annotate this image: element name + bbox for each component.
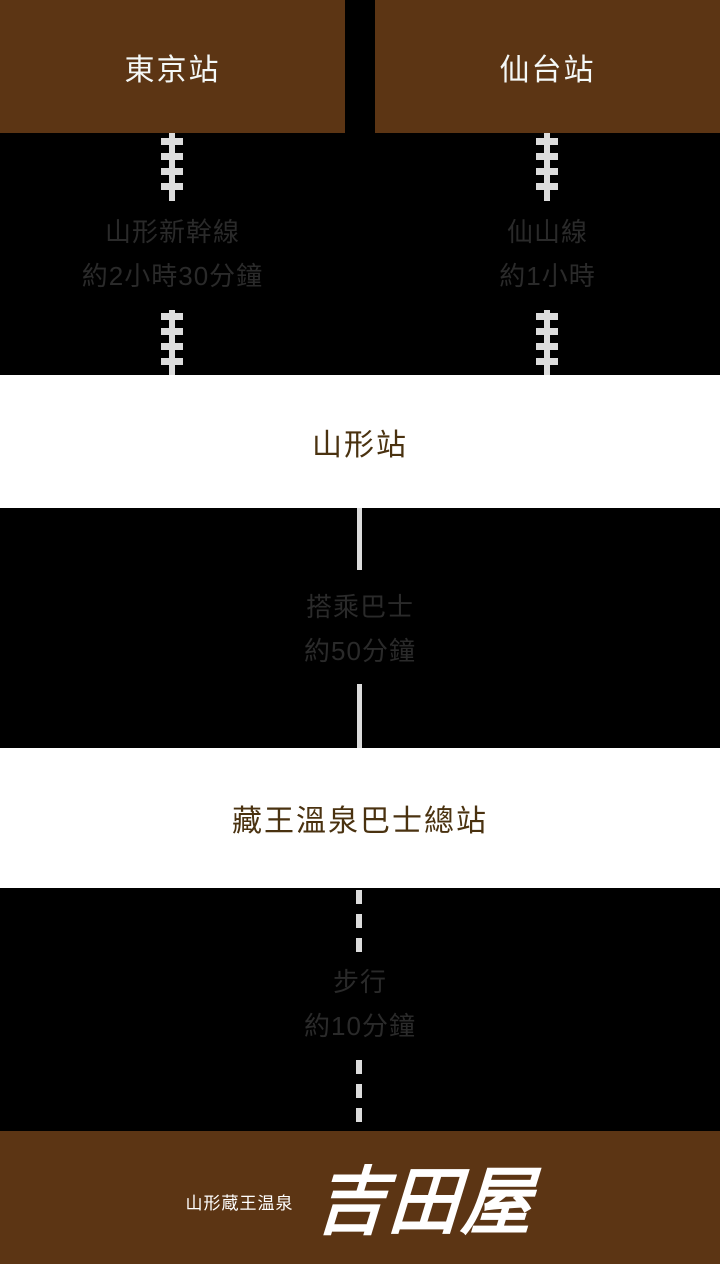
rail-tie	[536, 168, 558, 175]
rail-tie	[536, 313, 558, 320]
rail-tie	[536, 358, 558, 365]
station-band-yamagata-label: 山形站	[312, 428, 408, 462]
bus-line-lower	[357, 684, 362, 748]
station-header-tokyo: 東京站	[0, 0, 345, 133]
segment-label-yamagata-shinkansen: 山形新幹線 約2小時30分鐘	[0, 210, 345, 298]
rail-tie	[536, 343, 558, 350]
rail-line-icon-sendai-lower	[536, 310, 558, 376]
segment-label-walk: 步行 約10分鐘	[0, 960, 720, 1048]
rail-tie	[161, 183, 183, 190]
rail-tie	[161, 313, 183, 320]
rail-tie	[536, 138, 558, 145]
segment-duration: 約2小時30分鐘	[81, 261, 264, 291]
walk-line-upper	[356, 890, 362, 952]
walk-line-lower	[356, 1060, 362, 1131]
segment-duration: 約1小時	[499, 261, 596, 291]
segment-line-name: 搭乘巴士	[305, 592, 414, 622]
rail-tie	[161, 138, 183, 145]
station-header-sendai: 仙台站	[375, 0, 720, 133]
rail-line-icon-tokyo-lower	[161, 310, 183, 376]
segment-line-name: 仙山線	[506, 217, 588, 247]
footer-brand-bar: 山形蔵王温泉 吉田屋	[0, 1131, 720, 1264]
rail-tie	[536, 328, 558, 335]
rail-spine	[544, 133, 550, 201]
footer-inner: 山形蔵王温泉 吉田屋	[185, 1156, 538, 1245]
rail-line-icon-sendai-upper	[536, 133, 558, 201]
segment-label-senzan-line: 仙山線 約1小時	[375, 210, 720, 298]
rail-spine	[169, 133, 175, 201]
segment-line-name: 步行	[332, 967, 387, 997]
bus-line-upper	[357, 508, 362, 570]
segment-duration: 約50分鐘	[304, 636, 416, 666]
station-band-zao-onsen: 藏王溫泉巴士總站	[0, 748, 720, 888]
station-band-yamagata: 山形站	[0, 375, 720, 508]
rail-tie	[161, 343, 183, 350]
station-header-sendai-label: 仙台站	[499, 53, 596, 87]
rail-tie	[161, 153, 183, 160]
station-header-tokyo-label: 東京站	[124, 53, 221, 87]
rail-tie	[161, 168, 183, 175]
rail-tie	[536, 183, 558, 190]
rail-tie	[536, 153, 558, 160]
segment-line-name: 山形新幹線	[104, 217, 240, 247]
segment-duration: 約10分鐘	[304, 1011, 416, 1041]
rail-tie	[161, 358, 183, 365]
footer-subtitle: 山形蔵王温泉	[185, 1194, 294, 1213]
footer-brand-logo: 吉田屋	[312, 1156, 538, 1245]
segment-label-bus: 搭乘巴士 約50分鐘	[0, 585, 720, 673]
station-band-zao-onsen-label: 藏王溫泉巴士總站	[232, 805, 488, 838]
rail-line-icon-tokyo-upper	[161, 133, 183, 201]
rail-tie	[161, 328, 183, 335]
